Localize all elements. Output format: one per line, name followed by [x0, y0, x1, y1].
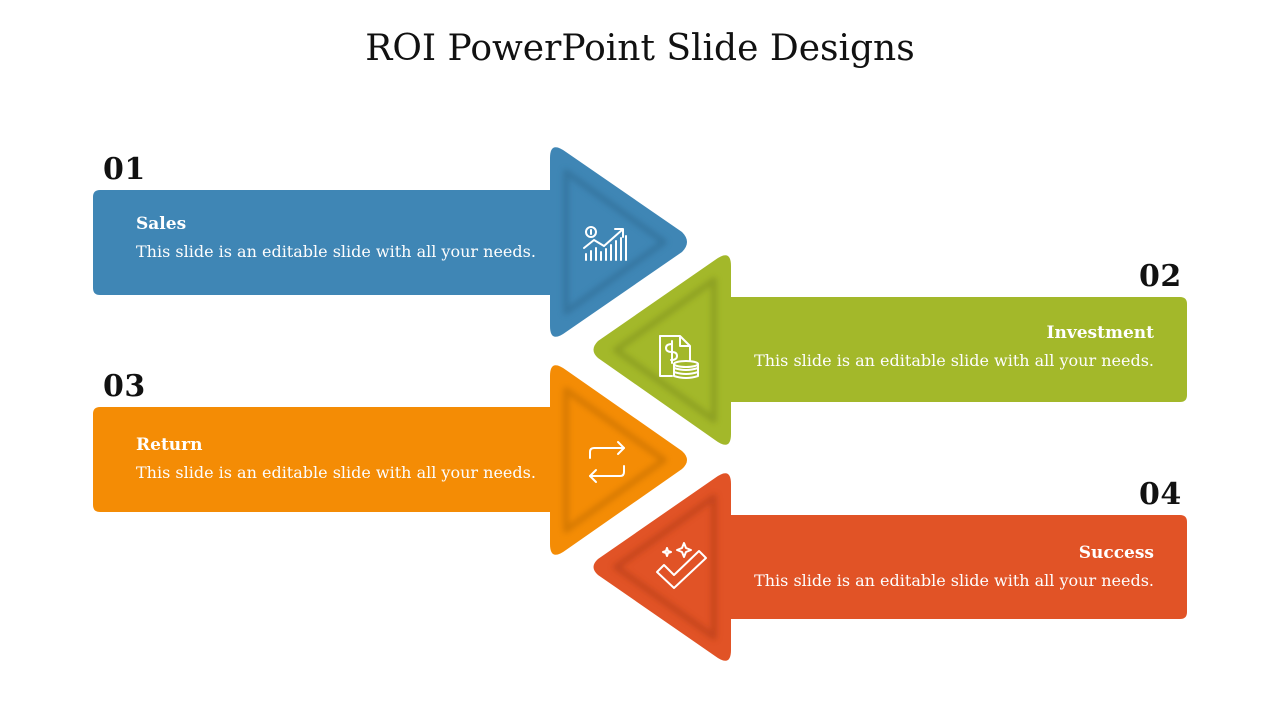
step-label: Success	[1078, 543, 1154, 563]
step-description: This slide is an editable slide with all…	[754, 571, 1154, 590]
step-number-04: 04	[1139, 477, 1182, 512]
step-investment: Investment This slide is an editable sli…	[740, 323, 1154, 371]
step-number-02: 02	[1139, 259, 1182, 294]
checkmark-sparkle-icon	[656, 542, 707, 589]
step-number-03: 03	[103, 369, 146, 404]
growth-chart-icon	[583, 226, 627, 261]
slide-title: ROI PowerPoint Slide Designs	[365, 28, 915, 69]
arrow-success	[593, 473, 1187, 661]
step-number-01: 01	[103, 152, 146, 187]
step-label: Return	[136, 435, 203, 455]
step-description: This slide is an editable slide with all…	[754, 351, 1154, 370]
step-label: Sales	[136, 214, 187, 234]
dollar-document-coins-icon	[659, 335, 699, 379]
step-success: Success This slide is an editable slide …	[740, 543, 1154, 591]
step-description: This slide is an editable slide with all…	[136, 463, 536, 482]
arrow-return	[93, 365, 687, 555]
arrow-sales	[93, 147, 687, 337]
arrow-investment	[593, 255, 1187, 445]
step-return: Return This slide is an editable slide w…	[136, 435, 536, 483]
exchange-arrows-icon	[589, 441, 625, 483]
step-description: This slide is an editable slide with all…	[136, 242, 536, 261]
step-label: Investment	[1046, 323, 1154, 343]
step-sales: Sales This slide is an editable slide wi…	[136, 214, 536, 262]
